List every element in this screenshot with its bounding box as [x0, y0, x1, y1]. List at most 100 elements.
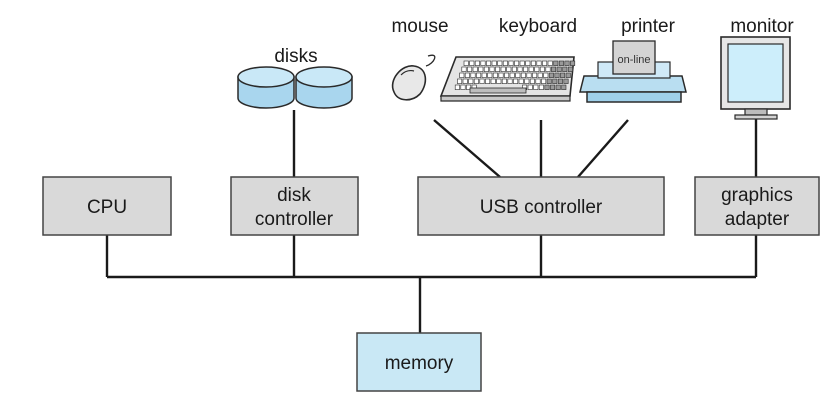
keyboard-key — [487, 72, 493, 78]
keyboard-key — [469, 60, 475, 66]
keyboard-key — [466, 84, 472, 90]
keyboard-key — [468, 78, 474, 84]
keyboard-key — [567, 66, 573, 72]
keyboard-key — [486, 60, 492, 66]
keyboard-key — [561, 84, 567, 90]
keyboard-key — [509, 72, 515, 78]
printer-icon: on-line — [579, 40, 687, 103]
keyboard-key — [527, 84, 533, 90]
keyboard-key — [518, 78, 524, 84]
keyboard-key — [555, 84, 561, 90]
keyboard-key — [470, 72, 476, 78]
keyboard-key — [541, 78, 547, 84]
keyboard-key — [462, 78, 468, 84]
keyboard-key — [454, 84, 460, 90]
keyboard-key — [517, 66, 523, 72]
disk-icon — [237, 66, 353, 109]
keyboard-key — [525, 60, 531, 66]
keyboard-key — [511, 66, 517, 72]
mouse-link — [433, 119, 501, 178]
keyboard-key — [490, 78, 496, 84]
keyboard-key — [467, 66, 473, 72]
keyboard-key — [553, 60, 559, 66]
usb-controller-label: USB controller — [480, 197, 603, 218]
keyboard-key — [483, 66, 489, 72]
printer-link — [577, 119, 629, 178]
keyboard-key — [515, 72, 521, 78]
keyboard-key — [472, 66, 478, 72]
keyboard-key — [535, 78, 541, 84]
disks-label: disks — [274, 46, 317, 67]
keyboard-key — [481, 72, 487, 78]
keyboard-key — [557, 78, 563, 84]
disk-left-icon — [237, 66, 295, 109]
keyboard-key — [474, 60, 480, 66]
keyboard-icon — [439, 56, 576, 102]
cpu-label: CPU — [87, 197, 127, 218]
keyboard-key — [489, 66, 495, 72]
keyboard-key — [558, 60, 564, 66]
keyboard-key — [507, 78, 513, 84]
keyboard-key — [491, 60, 497, 66]
mouse-label: mouse — [391, 16, 448, 37]
keyboard-key — [461, 66, 467, 72]
keyboard-key — [526, 72, 532, 78]
keyboard-key — [520, 72, 526, 78]
keyboard-key — [514, 60, 520, 66]
bus-wires — [105, 110, 758, 333]
printer-label: printer — [621, 16, 676, 37]
keyboard-key — [476, 72, 482, 78]
disk-controller-label-line1: disk — [277, 185, 311, 206]
keyboard-key — [473, 78, 479, 84]
keyboard-key — [533, 84, 539, 90]
keyboard-key — [545, 66, 551, 72]
keyboard-key — [539, 66, 545, 72]
keyboard-key — [464, 72, 470, 78]
keyboard-key — [546, 78, 552, 84]
keyboard-key — [560, 72, 566, 78]
keyboard-key — [519, 60, 525, 66]
cpu-box: CPU — [42, 176, 172, 236]
keyboard-key — [534, 66, 540, 72]
keyboard-key — [524, 78, 530, 84]
keyboard-key — [508, 60, 514, 66]
keyboard-key — [532, 72, 538, 78]
keyboard-key — [550, 84, 556, 90]
keyboard-key — [497, 60, 503, 66]
keyboard-key — [530, 60, 536, 66]
keyboard-key — [463, 60, 469, 66]
memory-label: memory — [385, 353, 454, 374]
monitor-label: monitor — [730, 16, 794, 37]
keyboard-key — [537, 72, 543, 78]
keyboard-key — [513, 78, 519, 84]
keyboard-key — [502, 60, 508, 66]
memory-box: memory — [356, 332, 482, 392]
mouse-icon — [391, 54, 436, 101]
keyboard-key — [562, 66, 568, 72]
keyboard-label: keyboard — [499, 16, 577, 37]
keyboard-key — [543, 72, 549, 78]
keyboard-key — [480, 60, 486, 66]
keyboard-key — [501, 78, 507, 84]
keyboard-key — [492, 72, 498, 78]
keyboard-key — [485, 78, 491, 84]
keyboard-key — [523, 66, 529, 72]
keyboard-key — [498, 72, 504, 78]
keyboard-key — [570, 60, 576, 66]
keyboard-key — [457, 78, 463, 84]
printer-paper-text: on-line — [617, 54, 650, 66]
keyboard-key — [504, 72, 510, 78]
keyboard-key — [544, 84, 550, 90]
graphics-adapter-box: graphics adapter — [694, 176, 820, 236]
keyboard-key — [506, 66, 512, 72]
keyboard-key — [547, 60, 553, 66]
keyboard-key — [563, 78, 569, 84]
keyboard-key — [479, 78, 485, 84]
keyboard-key — [529, 78, 535, 84]
keyboard-key — [548, 72, 554, 78]
keyboard-keys — [454, 60, 576, 90]
keyboard-key — [564, 60, 570, 66]
keyboard-key — [478, 66, 484, 72]
keyboard-key — [552, 78, 558, 84]
